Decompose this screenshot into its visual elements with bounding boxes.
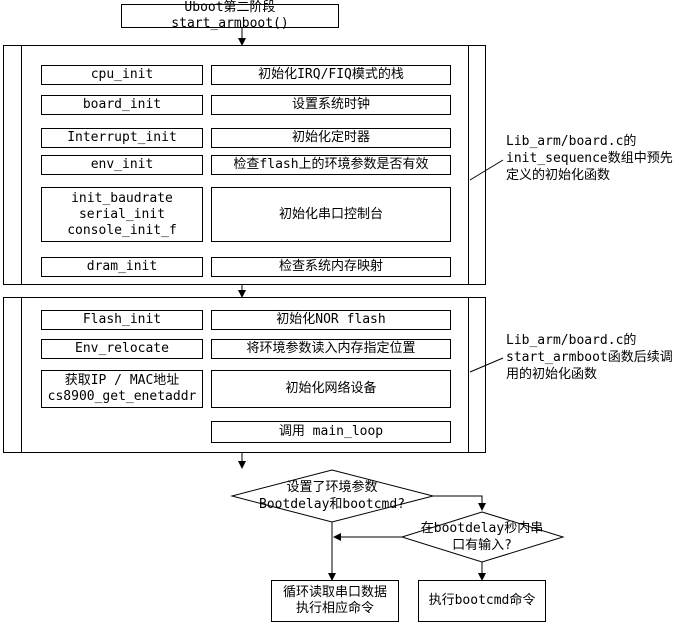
serial-command-loop-box: 循环读取串口数据 执行相应命令 bbox=[271, 580, 399, 622]
section2-left-divider bbox=[21, 297, 22, 453]
flash-init-desc-box: 初始化NOR flash bbox=[211, 310, 451, 330]
section1-note: Lib_arm/board.c的 init_sequence数组中预先 定义的初… bbox=[506, 134, 673, 183]
flash-init-box: Flash_init bbox=[41, 310, 203, 330]
board-init-desc-box: 设置系统时钟 bbox=[211, 95, 451, 115]
board-init-box: board_init bbox=[41, 95, 203, 115]
arrow-decision1-yes bbox=[433, 495, 486, 511]
run-bootcmd-box: 执行bootcmd命令 bbox=[418, 580, 546, 622]
interrupt-init-desc-box: 初始化定时器 bbox=[211, 128, 451, 148]
section2-right-divider bbox=[468, 297, 469, 453]
dram-init-desc-box: 检查系统内存映射 bbox=[211, 257, 451, 277]
section1-right-divider bbox=[468, 45, 469, 285]
decision2-text: 在bootdelay秒内串 口有输入? bbox=[420, 521, 544, 553]
network-init-box: 获取IP / MAC地址 cs8900_get_enetaddr bbox=[41, 370, 203, 408]
serial-init-box: init_baudrate serial_init console_init_f bbox=[41, 187, 203, 242]
network-init-desc-box: 初始化网络设备 bbox=[211, 370, 451, 408]
interrupt-init-box: Interrupt_init bbox=[41, 128, 203, 148]
title-box: Uboot第二阶段 start_armboot() bbox=[121, 0, 339, 31]
section1-frame bbox=[3, 45, 486, 285]
main-loop-box: 调用 main_loop bbox=[211, 421, 451, 443]
cpu-init-box: cpu_init bbox=[41, 65, 203, 85]
section2-note: Lib_arm/board.c的 start_armboot函数后续调 用的初始… bbox=[506, 333, 673, 382]
env-relocate-desc-box: 将环境参数读入内存指定位置 bbox=[211, 339, 451, 359]
section2-frame bbox=[3, 297, 486, 453]
serial-init-desc-box: 初始化串口控制台 bbox=[211, 187, 451, 242]
dram-init-box: dram_init bbox=[41, 257, 203, 277]
cpu-init-desc-box: 初始化IRQ/FIQ模式的栈 bbox=[211, 65, 451, 85]
env-relocate-box: Env_relocate bbox=[41, 339, 203, 359]
note2-pointer bbox=[469, 357, 504, 373]
decision1-text: 设置了环境参数 Bootdelay和bootcmd? bbox=[258, 480, 406, 512]
env-init-box: env_init bbox=[41, 155, 203, 175]
note1-pointer bbox=[469, 159, 504, 181]
section1-left-divider bbox=[21, 45, 22, 285]
env-init-desc-box: 检查flash上的环境参数是否有效 bbox=[211, 155, 451, 175]
